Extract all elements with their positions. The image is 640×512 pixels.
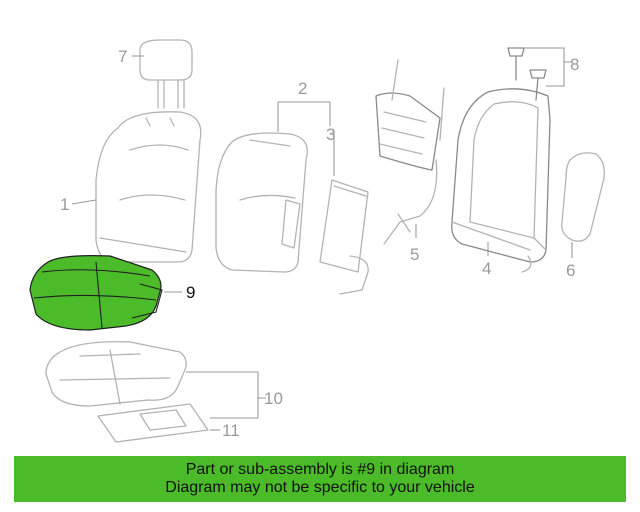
frame-wire-part[interactable] — [375, 59, 445, 245]
side-panel-part[interactable] — [561, 152, 605, 242]
seat-parts-diagram: 7 1 2 3 5 4 6 8 9 10 11 — [29, 39, 605, 443]
bolts-part[interactable] — [507, 47, 547, 101]
back-panel-part[interactable] — [319, 179, 369, 295]
callout-7: 7 — [118, 47, 127, 66]
leader-lines — [71, 47, 573, 431]
callout-8: 8 — [570, 55, 579, 74]
callout-6: 6 — [566, 261, 575, 280]
seat-cushion-cover-part[interactable] — [29, 255, 163, 331]
callout-4: 4 — [482, 259, 491, 278]
callout-9: 9 — [186, 283, 195, 302]
callout-5: 5 — [410, 245, 419, 264]
callout-2: 2 — [298, 79, 307, 98]
callout-3: 3 — [326, 125, 335, 144]
diagram-notice-banner: Part or sub-assembly is #9 in diagram Di… — [14, 456, 626, 502]
seat-cushion-pad-part[interactable] — [45, 341, 187, 407]
notice-line-disclaimer: Diagram may not be specific to your vehi… — [165, 479, 475, 496]
seatback-frame-part[interactable] — [451, 88, 551, 273]
headrest-part[interactable] — [139, 39, 193, 109]
callout-10: 10 — [264, 389, 283, 408]
seatback-pad-part[interactable] — [215, 132, 308, 273]
cushion-pan-part[interactable] — [97, 403, 209, 443]
seatback-cover-part[interactable] — [95, 111, 202, 263]
callout-1: 1 — [60, 195, 69, 214]
callout-11: 11 — [222, 421, 240, 440]
notice-line-part-number: Part or sub-assembly is #9 in diagram — [185, 461, 455, 478]
